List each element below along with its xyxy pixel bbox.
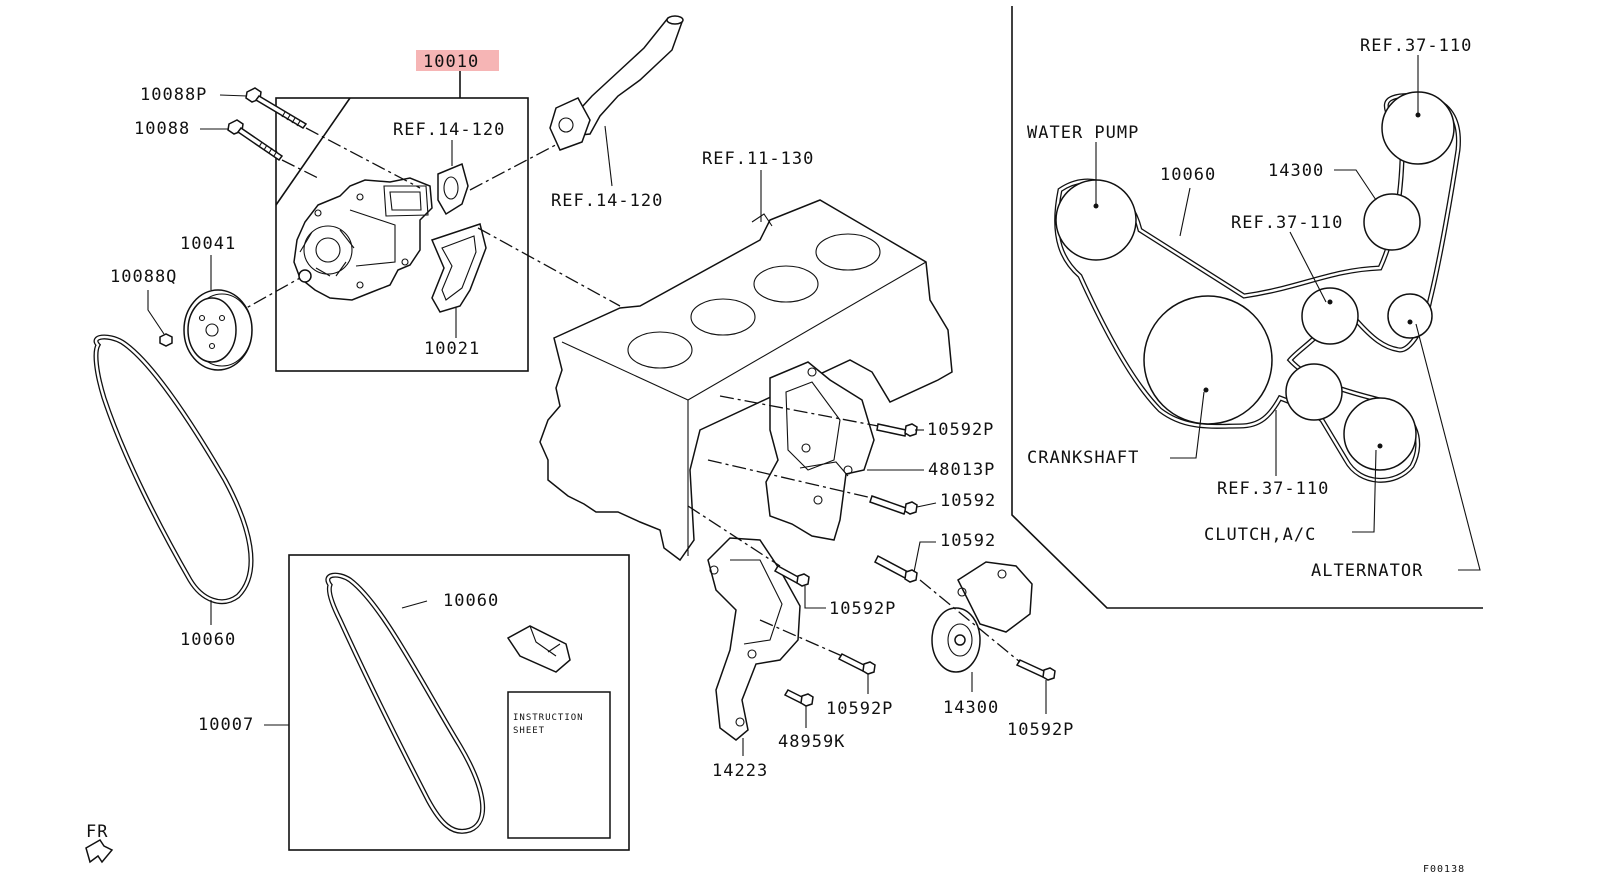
- label-ref-14-120-a[interactable]: REF.14-120: [393, 120, 505, 140]
- label-fr: FR: [86, 822, 108, 842]
- bolt-10088: [227, 119, 284, 162]
- leader-10088q: [147, 290, 165, 335]
- bolt-48959k: [783, 689, 814, 707]
- water-pump: [293, 177, 433, 301]
- leader-crankshaft: [1170, 391, 1205, 459]
- leader-ref-14-120-b: [604, 125, 613, 187]
- label-14223[interactable]: 14223: [712, 761, 768, 781]
- label-crankshaft[interactable]: CRANKSHAFT: [1027, 448, 1139, 468]
- drive-belt-10060-left: [93, 334, 254, 605]
- leader-alternator: [1415, 323, 1481, 571]
- label-water-pump[interactable]: WATER PUMP: [1027, 123, 1139, 143]
- front-arrow-icon: [85, 839, 114, 864]
- group-box-corner: [275, 97, 351, 206]
- label-clutch-ac[interactable]: CLUTCH,A/C: [1204, 525, 1316, 545]
- label-10041[interactable]: 10041: [180, 234, 236, 254]
- belt-routing-diagram: [1054, 91, 1461, 483]
- leader-ref-37-110-mid: [1289, 231, 1327, 303]
- align-line-3: [469, 139, 566, 191]
- leader-clutch-ac: [1352, 449, 1377, 533]
- belt-routing-panel-border: [1011, 6, 1483, 609]
- align-line-6: [719, 395, 879, 427]
- label-10592p-d[interactable]: 10592P: [1007, 720, 1074, 740]
- leader-10088p: [219, 94, 248, 97]
- water-pump-pulley-10041: [183, 289, 253, 371]
- label-10007[interactable]: 10007: [198, 715, 254, 735]
- leader-10592-b: [913, 541, 936, 573]
- gasket-10021: [430, 223, 487, 313]
- label-alternator[interactable]: ALTERNATOR: [1311, 561, 1423, 581]
- drive-belt-10060-kit: [325, 572, 486, 834]
- bracket-48013p: [765, 361, 875, 541]
- label-10060-b[interactable]: 10060: [443, 591, 499, 611]
- bolt-10088p: [245, 87, 308, 129]
- bolt-10592p-b: [773, 564, 810, 587]
- label-ref-14-120-b[interactable]: REF.14-120: [551, 191, 663, 211]
- bracket-14223: [707, 537, 801, 741]
- align-line-7: [707, 459, 873, 499]
- leader-10592p-b: [804, 586, 826, 609]
- leader-14300-routing: [1334, 169, 1377, 201]
- label-48959k[interactable]: 48959K: [778, 732, 845, 752]
- water-outlet-pipe: [549, 15, 684, 151]
- leader-10592-a: [916, 502, 937, 508]
- bolt-10592-a: [869, 495, 918, 515]
- figure-code: F00138: [1423, 864, 1465, 875]
- label-ref-37-110-bottom[interactable]: REF.37-110: [1217, 479, 1329, 499]
- align-line-4: [477, 227, 621, 307]
- gasket-upper: [437, 162, 469, 216]
- label-10592p-c[interactable]: 10592P: [826, 699, 893, 719]
- bolt-10088q: [159, 333, 173, 347]
- label-10592-b[interactable]: 10592: [940, 531, 996, 551]
- label-10060-routing[interactable]: 10060: [1160, 165, 1216, 185]
- align-line-9: [759, 619, 843, 657]
- label-14300-routing[interactable]: 14300: [1268, 161, 1324, 181]
- label-10088q[interactable]: 10088Q: [110, 267, 177, 287]
- bolt-10592p-d: [1015, 659, 1056, 681]
- label-10010: 10010: [423, 52, 479, 72]
- grease-packet: [506, 625, 571, 673]
- bolt-10592p-a: [876, 423, 918, 437]
- label-14300-a[interactable]: 14300: [943, 698, 999, 718]
- highlight-box: [416, 50, 499, 71]
- label-10088p[interactable]: 10088P: [140, 85, 207, 105]
- label-10060-a[interactable]: 10060: [180, 630, 236, 650]
- align-line-8: [687, 505, 781, 567]
- leader-10060-b: [401, 600, 428, 609]
- label-instruction-1: INSTRUCTION: [513, 713, 584, 723]
- bolt-10592-b: [874, 554, 918, 583]
- label-10088[interactable]: 10088: [134, 119, 190, 139]
- engine-block: [539, 199, 953, 562]
- belt-kit-box: [288, 554, 630, 851]
- label-ref-11-130[interactable]: REF.11-130: [702, 149, 814, 169]
- leader-10060-routing: [1179, 187, 1191, 237]
- bolt-10592p-c: [837, 653, 876, 675]
- part-label-10010[interactable]: 10010: [416, 50, 499, 72]
- water-pump-group-box: [275, 97, 529, 372]
- align-line-10: [919, 579, 1021, 663]
- label-10592p-b[interactable]: 10592P: [829, 599, 896, 619]
- align-line-2: [281, 159, 319, 179]
- label-10021[interactable]: 10021: [424, 339, 480, 359]
- label-ref-37-110-top[interactable]: REF.37-110: [1360, 36, 1472, 56]
- instruction-sheet: INSTRUCTION SHEET: [507, 691, 611, 839]
- label-instruction-2: SHEET: [513, 726, 545, 736]
- label-ref-37-110-mid[interactable]: REF.37-110: [1231, 213, 1343, 233]
- label-48013p[interactable]: 48013P: [928, 460, 995, 480]
- label-10592p-a[interactable]: 10592P: [927, 420, 994, 440]
- tensioner-pulley-14300: [931, 561, 1033, 673]
- label-10592-a[interactable]: 10592: [940, 491, 996, 511]
- align-line-1: [305, 127, 421, 189]
